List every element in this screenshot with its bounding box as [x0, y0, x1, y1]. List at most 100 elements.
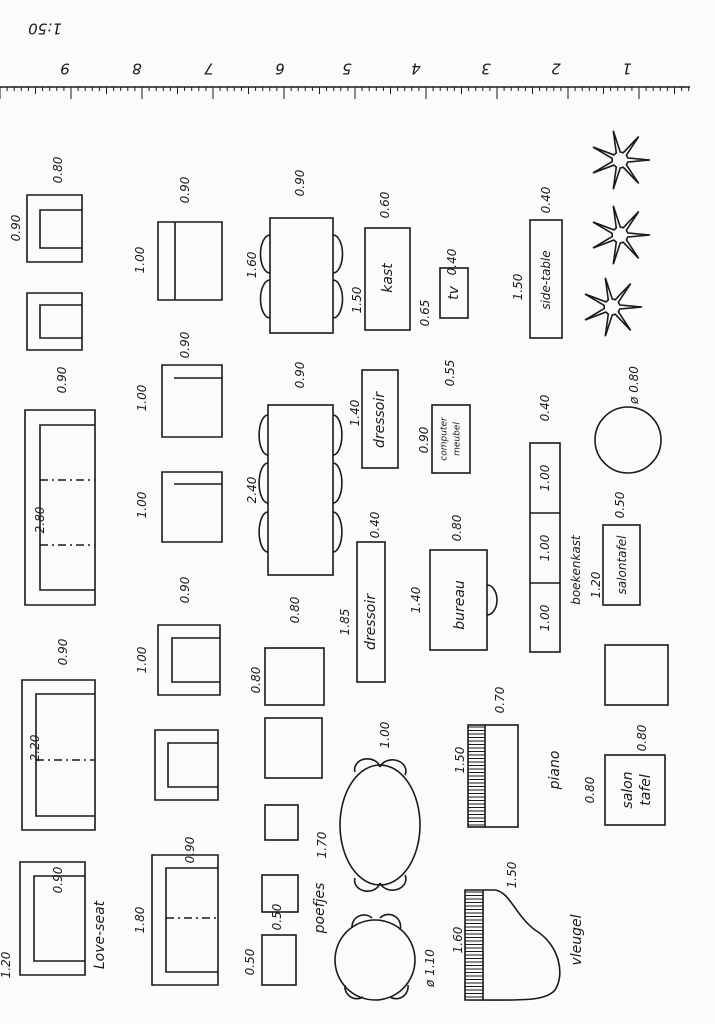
boekenkast-shape	[529, 442, 561, 653]
dimension-label: 1.80	[133, 906, 147, 934]
plant-icon	[584, 277, 643, 337]
sofa-280-shape	[24, 409, 96, 606]
dimension-label: 0.50	[243, 948, 257, 976]
salontafel-label: salontafel	[615, 535, 629, 595]
ruler-number: 3	[481, 59, 491, 78]
dimension-label: 0.90	[178, 576, 192, 604]
armchair-shape	[26, 194, 83, 263]
oval-chairs	[353, 757, 407, 893]
dimension-label: 2.80	[33, 506, 47, 534]
dimension-label: 0.80	[51, 156, 65, 184]
dimension-label: 0.50	[613, 491, 627, 519]
dimension-label: 0.90	[178, 331, 192, 359]
ruler-number: 8	[132, 59, 142, 78]
pouf	[264, 804, 299, 841]
kast-label: kast	[380, 263, 396, 293]
dimension-label: 0.90	[293, 169, 307, 197]
armchair-shape	[161, 471, 223, 543]
plant-icon	[592, 205, 651, 265]
dimension-label: 1.50	[511, 273, 525, 301]
dimension-label: 0.80	[288, 596, 302, 624]
dimension-label: 1.00	[135, 491, 149, 519]
salontafel-shape	[602, 524, 641, 606]
pouf	[261, 874, 299, 913]
dimension-label: 0.55	[443, 359, 457, 387]
side-table-shape	[529, 219, 563, 339]
dimension-label: 1.85	[338, 608, 352, 636]
dimension-label: 1.40	[348, 399, 362, 427]
boekenkast-label: boekenkast	[569, 535, 583, 605]
salon-tafel-label: salon	[620, 771, 636, 809]
ruler-number: 7	[204, 59, 214, 78]
dimension-label: 0.90	[9, 214, 23, 242]
kast-shape	[364, 227, 411, 331]
piano-label: piano	[547, 750, 563, 790]
dimension-label: 1.00	[378, 721, 392, 749]
dimension-label: 0.90	[51, 866, 65, 894]
dimension-label: 1.70	[315, 831, 329, 859]
oval-table	[339, 764, 421, 886]
dimension-label: 1.00	[133, 246, 147, 274]
dimension-label: 0.65	[418, 299, 432, 327]
dimension-label: 1.50	[453, 746, 467, 774]
dimension-label: 0.90	[178, 176, 192, 204]
chair-box-shape	[157, 221, 223, 301]
dining-chairs	[258, 414, 343, 553]
dimension-label: 0.80	[249, 666, 263, 694]
round-chairs	[344, 913, 409, 1000]
dimension-label: 0.50	[270, 903, 284, 931]
dimension-label: 1.00	[135, 646, 149, 674]
ruler-number: 2	[551, 59, 561, 78]
ruler-number: 4	[411, 59, 421, 78]
vleugel-label: vleugel	[569, 914, 585, 966]
pouf	[261, 934, 297, 986]
dressoir-shape	[356, 541, 386, 683]
dimension-label: ø 1.10	[423, 949, 437, 987]
armchair-shape	[161, 364, 223, 438]
dimension-label: ø 0.80	[627, 366, 641, 404]
ruler-number: 1	[622, 59, 632, 78]
dimension-label: 0.60	[378, 191, 392, 219]
ruler-number: 9	[60, 59, 70, 78]
piano-keys	[468, 726, 485, 826]
dimension-label: 2.40	[245, 476, 259, 504]
dimension-label: 0.40	[539, 186, 553, 214]
computer-label: meubel	[452, 422, 463, 456]
tv-label: tv	[446, 286, 462, 300]
dimension-label: 0.90	[55, 366, 69, 394]
sofa-180-shape	[151, 854, 219, 986]
scale-ruler	[0, 86, 690, 99]
armchair-shape	[26, 292, 83, 351]
dimension-label: 1.00	[538, 534, 552, 562]
salon-tafel-label: tafel	[638, 774, 654, 806]
scale-label: 1:50	[28, 19, 62, 38]
dimension-label: 0.90	[417, 426, 431, 454]
dining-table-240	[267, 404, 334, 576]
square-coffee-table	[604, 644, 669, 706]
ruler-number: 6	[275, 59, 285, 78]
computer-meubel-shape	[431, 404, 471, 474]
dimension-label: 0.80	[635, 724, 649, 752]
dimension-label: 0.90	[183, 836, 197, 864]
plant-icon	[592, 130, 651, 190]
dining-chairs	[259, 234, 344, 319]
dimension-label: 0.90	[293, 361, 307, 389]
dimension-label: 0.40	[445, 248, 459, 276]
dimension-label: 1.00	[538, 464, 552, 492]
bureau-chair	[486, 584, 498, 616]
dimension-label: 1.20	[0, 951, 13, 979]
dimension-label: 0.90	[56, 638, 70, 666]
dimension-label: 0.70	[493, 686, 507, 714]
love-seat-shape	[19, 861, 86, 976]
round-table	[334, 919, 416, 1001]
poefjes-label: poefjes	[312, 882, 328, 934]
tv-shape	[439, 267, 469, 319]
bureau-shape	[429, 549, 488, 651]
dimension-label: 0.40	[538, 394, 552, 422]
sofa-220-shape	[21, 679, 96, 831]
dimension-label: 1.60	[451, 926, 465, 954]
bureau-label: bureau	[452, 580, 468, 630]
round-table-small	[594, 406, 662, 474]
dining-table-160	[269, 217, 334, 334]
